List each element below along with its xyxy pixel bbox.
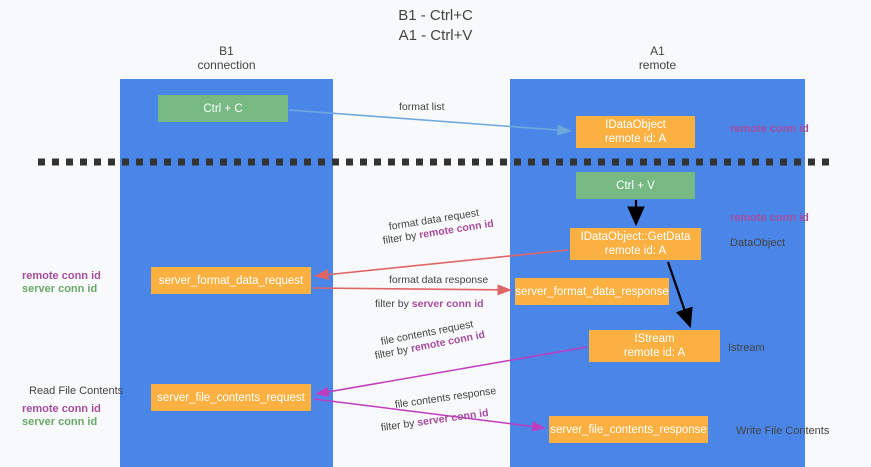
lane-header-a1-role: remote — [638, 58, 677, 72]
annotation-write-file-contents: Write File Contents — [736, 425, 830, 437]
node-server-format-data-response[interactable]: server_format_data_response — [515, 278, 669, 305]
arrow-file-contents-request — [315, 346, 588, 397]
edge-label-format-data-response: format data response — [389, 274, 488, 287]
node-server-format-data-request-label: server_format_data_request — [158, 274, 304, 287]
edge-label-format-data-response-text: format data response — [389, 274, 489, 286]
node-ctrl-v[interactable]: Ctrl + V — [576, 172, 695, 199]
annotation-remote-conn-id-left-1: remote conn id — [22, 270, 101, 282]
annotation-remote-conn-id-left-2: remote conn id — [22, 403, 101, 415]
node-idataobject-getdata-sub: remote id: A — [604, 245, 667, 257]
lane-header-a1-name: A1 — [650, 44, 665, 58]
node-server-format-data-response-label: server_format_data_response — [515, 285, 669, 298]
node-ctrl-c-label: Ctrl + C — [203, 102, 243, 115]
node-ctrl-v-label: Ctrl + V — [616, 179, 655, 192]
arrow-format-data-request — [314, 249, 569, 281]
arrow-format-data-response — [312, 284, 512, 296]
arrow-format-list — [288, 109, 572, 136]
filter-prefix: filter by — [375, 298, 412, 310]
edge-label-format-list: format list — [399, 101, 445, 114]
node-istream-label: IStream — [634, 333, 675, 345]
lane-header-b1-role: connection — [197, 58, 256, 72]
node-idataobject-sub: remote id: A — [604, 133, 667, 145]
lane-header-b1-name: B1 — [219, 44, 234, 58]
node-server-file-contents-response-label: server_file_contents_response — [550, 423, 707, 436]
node-server-file-contents-request[interactable]: server_file_contents_request — [151, 384, 311, 411]
node-server-format-data-request[interactable]: server_format_data_request — [151, 267, 311, 294]
filter-server-conn-id: server conn id — [411, 298, 484, 310]
node-server-file-contents-request-label: server_file_contents_request — [157, 391, 305, 404]
node-ctrl-c[interactable]: Ctrl + C — [158, 95, 288, 122]
node-idataobject-getdata[interactable]: IDataObject::GetData remote id: A — [570, 228, 701, 260]
title-line-1: B1 - Ctrl+C — [398, 7, 473, 24]
node-server-file-contents-response[interactable]: server_file_contents_response — [549, 416, 708, 443]
lane-header-b1: B1 connection — [120, 44, 333, 72]
arrow-getdata-to-istream — [666, 261, 693, 329]
annotation-remote-conn-id-top: remote conn id — [730, 123, 809, 135]
diagram-title: B1 - Ctrl+C A1 - Ctrl+V — [0, 6, 871, 46]
annotation-server-conn-id-left-1: server conn id — [22, 283, 98, 295]
edge-label-format-list-text: format list — [399, 101, 445, 113]
node-idataobject-getdata-label: IDataObject::GetData — [580, 231, 691, 243]
annotation-server-conn-id-left-2: server conn id — [22, 416, 98, 428]
node-idataobject[interactable]: IDataObject remote id: A — [576, 116, 695, 148]
node-istream[interactable]: IStream remote id: A — [589, 330, 720, 362]
annotation-read-file-contents: Read File Contents — [29, 385, 124, 397]
node-idataobject-label: IDataObject — [605, 119, 666, 131]
edge-label-format-data-response-filter: filter by server conn id — [375, 298, 484, 311]
node-istream-sub: remote id: A — [623, 347, 686, 359]
annotation-dataobject: DataObject — [730, 237, 786, 249]
lane-header-a1: A1 remote — [510, 44, 805, 72]
arrow-file-contents-response — [313, 398, 546, 432]
annotation-remote-conn-id-mid: remote conn id — [730, 212, 809, 224]
title-line-2: A1 - Ctrl+V — [398, 27, 473, 44]
annotation-istream: Istream — [728, 342, 765, 354]
